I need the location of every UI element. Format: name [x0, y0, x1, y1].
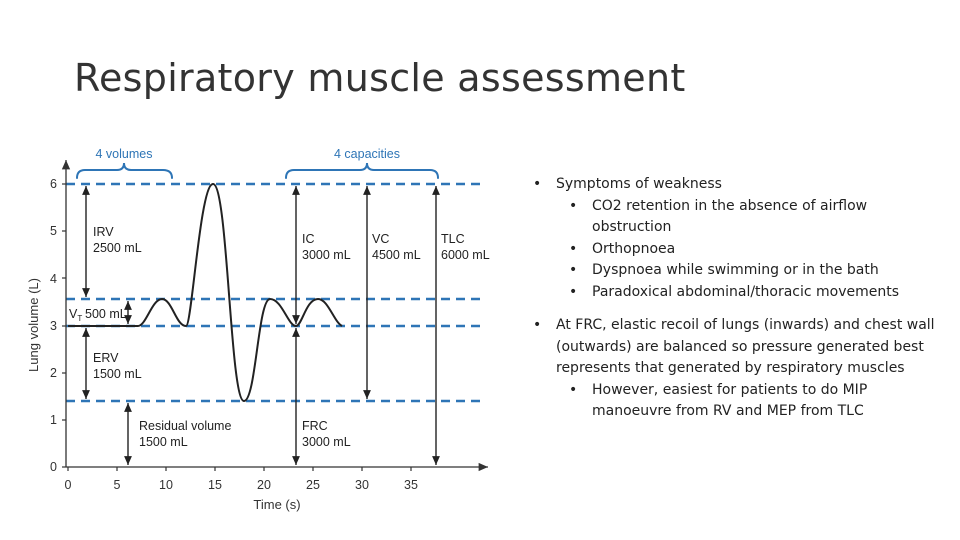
bullet-items: Symptoms of weakness CO2 retention in th…	[533, 174, 943, 423]
y-axis-label: Lung volume (L)	[26, 278, 41, 372]
ic-label: IC	[302, 232, 315, 246]
y-tick-label: 1	[50, 413, 57, 427]
ic-value: 3000 mL	[302, 248, 351, 262]
erv-label: ERV	[93, 351, 119, 365]
erv-value: 1500 mL	[93, 367, 142, 381]
axes	[61, 160, 488, 472]
vc-value: 4500 mL	[372, 248, 421, 262]
x-axis-label: Time (s)	[253, 497, 300, 512]
x-tick-label: 15	[208, 478, 222, 492]
x-tick-label: 20	[257, 478, 271, 492]
capacities-bracket	[285, 162, 439, 179]
spirometry-trace	[68, 182, 343, 403]
y-tick-label: 2	[50, 366, 57, 380]
reference-lines	[66, 182, 486, 403]
sub-bullet-item: Paradoxical abdominal/thoracic movements	[533, 282, 943, 304]
tlc-value: 6000 mL	[441, 248, 490, 262]
volumes-bracket	[76, 162, 173, 179]
x-tick-label: 10	[159, 478, 173, 492]
x-ticks	[67, 467, 412, 471]
y-tick-label: 4	[50, 272, 57, 286]
y-ticks	[62, 183, 66, 468]
volumes-bracket-label: 4 volumes	[96, 147, 153, 161]
irv-label: IRV	[93, 225, 114, 239]
vt-value: 500 mL	[85, 307, 127, 321]
x-tick-label: 30	[355, 478, 369, 492]
y-tick-label: 5	[50, 224, 57, 238]
vt-label: VT	[69, 307, 82, 323]
frc-value: 3000 mL	[302, 435, 351, 449]
sub-bullet-item: Dyspnoea while swimming or in the bath	[533, 260, 943, 282]
bullet-list: Symptoms of weakness CO2 retention in th…	[533, 174, 943, 423]
y-tick-label: 3	[50, 319, 57, 333]
bullet-item: Symptoms of weakness	[533, 174, 943, 196]
sub-bullet-item: Orthopnoea	[533, 239, 943, 261]
vc-label: VC	[372, 232, 389, 246]
x-tick-label: 35	[404, 478, 418, 492]
frc-label: FRC	[302, 419, 328, 433]
sub-bullet-item: CO2 retention in the absence of airflow …	[533, 196, 943, 239]
rv-value: 1500 mL	[139, 435, 188, 449]
rv-label: Residual volume	[139, 419, 231, 433]
x-tick-label: 0	[65, 478, 72, 492]
x-tick-label: 5	[114, 478, 121, 492]
slide-title: Respiratory muscle assessment	[74, 56, 686, 100]
y-tick-label: 0	[50, 460, 57, 474]
x-tick-label: 25	[306, 478, 320, 492]
tlc-label: TLC	[441, 232, 465, 246]
y-tick-label: 6	[50, 177, 57, 191]
bullet-item: At FRC, elastic recoil of lungs (inwards…	[533, 315, 943, 380]
sub-bullet-item: However, easiest for patients to do MIP …	[533, 380, 943, 423]
capacities-bracket-label: 4 capacities	[334, 147, 400, 161]
measurement-arrows	[82, 186, 440, 465]
irv-value: 2500 mL	[93, 241, 142, 255]
